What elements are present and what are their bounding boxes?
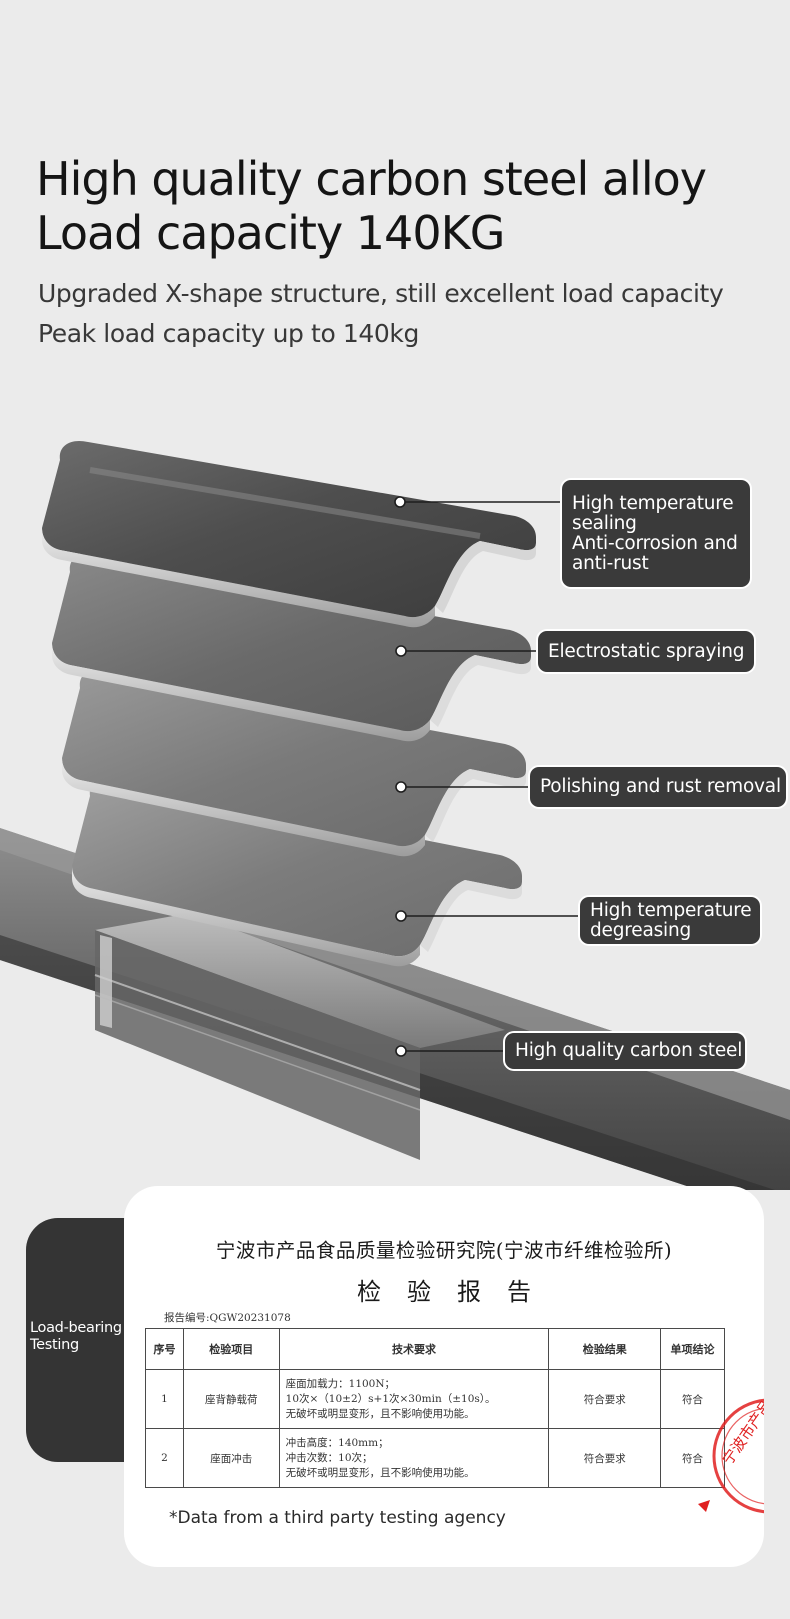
layer-plate-4 — [72, 777, 522, 967]
column-header-conclusion: 单项结论 — [660, 1328, 725, 1370]
headline-line-2: Load capacity 140KG — [36, 206, 505, 260]
report-table-header: 序号 检验项目 技术要求 检验结果 单项结论 — [145, 1328, 725, 1370]
callout-spraying: Electrostatic spraying — [538, 631, 754, 672]
requirement-line: 座面加载力：1100N； — [285, 1377, 396, 1390]
headline: High quality carbon steel alloy Load cap… — [36, 152, 707, 260]
callout-spraying-label: Electrostatic spraying — [548, 640, 745, 662]
row-no: 1 — [145, 1369, 184, 1429]
callout-degreasing-line-1: High temperature — [590, 900, 752, 921]
testing-tab-line-2: Testing — [30, 1337, 79, 1353]
column-header-requirement: 技术要求 — [278, 1328, 550, 1370]
callout-sealing-line-2: sealing — [572, 513, 637, 534]
requirement-line: 10次×（10±2）s+1次×30min（±10s）。 — [285, 1392, 496, 1405]
requirement-line: 冲击高度：140mm； — [285, 1436, 389, 1449]
requirement-line: 冲击次数：10次； — [285, 1451, 373, 1464]
row-result: 符合要求 — [548, 1369, 662, 1429]
callout-sealing: High temperature sealing Anti-corrosion … — [562, 480, 750, 587]
callout-leader-3 — [395, 781, 530, 793]
report-title: 检验报告 — [357, 1278, 557, 1306]
layer-plate-2 — [52, 552, 531, 742]
report-footnote: *Data from a third party testing agency — [169, 1508, 506, 1528]
callout-degreasing: High temperature degreasing — [580, 897, 760, 944]
callout-sealing-line-1: High temperature — [572, 493, 734, 514]
callout-sealing-line-3: Anti-corrosion and — [572, 533, 738, 554]
callout-leader-5 — [395, 1045, 505, 1057]
table-row: 2 座面冲击 冲击高度：140mm； 冲击次数：10次； 无破坏或明显变形，且不… — [145, 1428, 725, 1488]
callout-leader-4 — [395, 910, 580, 922]
subheadline-line-1: Upgraded X-shape structure, still excell… — [38, 279, 724, 308]
callout-carbon-steel-label: High quality carbon steel — [515, 1040, 743, 1061]
headline-line-1: High quality carbon steel alloy — [36, 152, 707, 206]
layer-plate-1 — [42, 440, 536, 628]
column-header-result: 检验结果 — [548, 1328, 662, 1370]
callout-degreasing-line-2: degreasing — [590, 920, 692, 941]
testing-tab-label: Load-bearing Testing — [30, 1320, 130, 1354]
test-report-card: 宁波市产品食品质量检验研究院(宁波市纤维检验所) 检验报告 报告编号:QGW20… — [124, 1186, 764, 1567]
subheadline: Upgraded X-shape structure, still excell… — [38, 274, 724, 354]
report-number: 报告编号:QGW20231078 — [164, 1312, 291, 1324]
callout-carbon-steel: High quality carbon steel — [505, 1033, 745, 1069]
callout-polishing: Polishing and rust removal — [530, 767, 786, 807]
callout-sealing-line-4: anti-rust — [572, 553, 649, 574]
callout-polishing-label: Polishing and rust removal — [540, 776, 781, 797]
steel-layers-illustration — [0, 440, 790, 1190]
red-seal-stamp: 宁波市产品 — [698, 1397, 764, 1514]
row-result: 符合要求 — [548, 1428, 662, 1488]
callout-leader-2 — [395, 645, 538, 657]
row-requirement: 冲击高度：140mm； 冲击次数：10次； 无破坏或明显变形，且不影响使用功能。 — [278, 1428, 550, 1488]
table-row: 1 座背静载荷 座面加载力：1100N； 10次×（10±2）s+1次×30mi… — [145, 1369, 725, 1429]
requirement-line: 无破坏或明显变形，且不影响使用功能。 — [285, 1466, 475, 1479]
report-table: 序号 检验项目 技术要求 检验结果 单项结论 1 座背静载荷 座面加载力：110… — [145, 1328, 725, 1488]
row-item: 座面冲击 — [182, 1428, 280, 1488]
requirement-line: 无破坏或明显变形，且不影响使用功能。 — [285, 1407, 475, 1420]
subheadline-line-2: Peak load capacity up to 140kg — [38, 319, 419, 348]
testing-tab-line-1: Load-bearing — [30, 1320, 122, 1336]
row-requirement: 座面加载力：1100N； 10次×（10±2）s+1次×30min（±10s）。… — [278, 1369, 550, 1429]
callout-leader-1 — [394, 496, 562, 508]
column-header-item: 检验项目 — [182, 1328, 280, 1370]
row-no: 2 — [145, 1428, 184, 1488]
report-organization: 宁波市产品食品质量检验研究院(宁波市纤维检验所) — [215, 1239, 673, 1262]
column-header-no: 序号 — [145, 1328, 184, 1370]
row-item: 座背静载荷 — [182, 1369, 280, 1429]
